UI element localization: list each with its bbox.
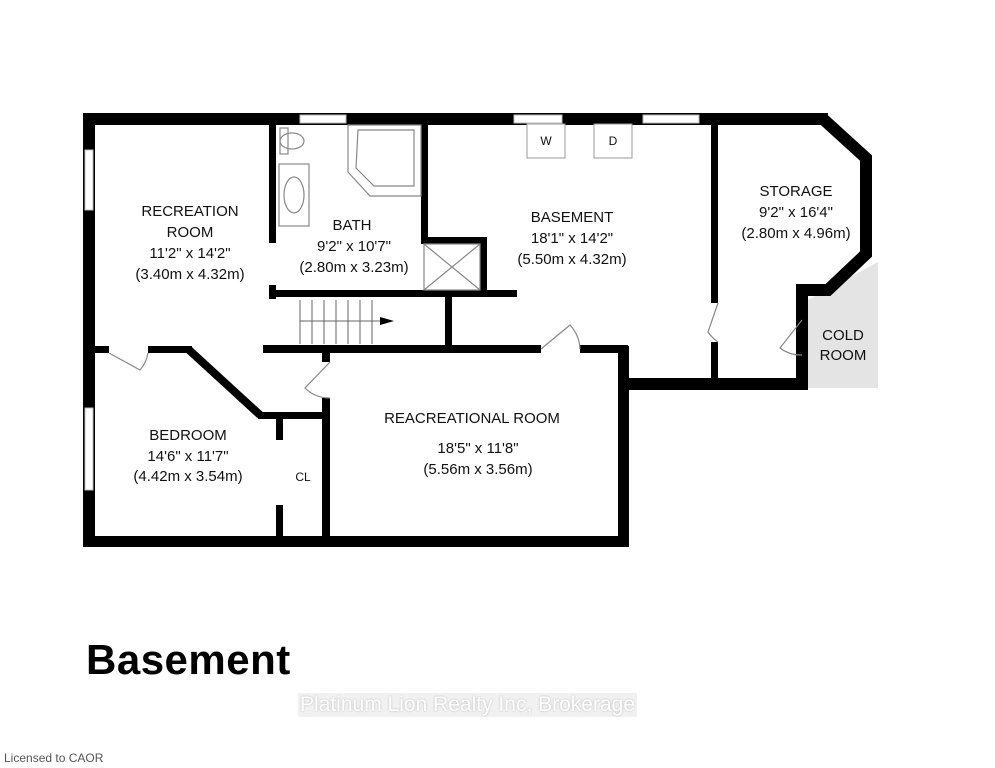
bath-name: BATH (333, 217, 372, 234)
cold-room-name-2: ROOM (820, 347, 867, 364)
cold-room-name-1: COLD (822, 327, 864, 344)
sink-icon (278, 163, 310, 227)
license-text: Licensed to CAOR (4, 751, 104, 765)
recreation-room-imperial: 11'2" x 14'2" (149, 245, 230, 262)
bath-fixtures (278, 124, 481, 291)
room-labels: RECREATION ROOM 11'2" x 14'2" (3.40m x 4… (133, 183, 866, 485)
storage-outer-wall (796, 113, 872, 388)
reacreational-room-name: REACREATIONAL ROOM (384, 410, 560, 427)
bedroom-diagonal-wall (185, 346, 263, 418)
dryer-icon (593, 123, 633, 159)
floor-title: Basement (86, 636, 291, 683)
laundry: W D (526, 123, 633, 159)
bath-imperial: 9'2" x 10'7" (317, 238, 391, 255)
storage-imperial: 9'2" x 16'4" (759, 204, 833, 221)
washer-label: W (540, 134, 552, 148)
bath-metric: (2.80m x 3.23m) (299, 259, 408, 276)
basement-imperial: 18'1" x 14'2" (531, 230, 613, 247)
storage-name: STORAGE (759, 183, 832, 200)
dryer-label: D (609, 134, 618, 148)
stairs (299, 300, 380, 344)
bathtub-icon (347, 124, 422, 197)
reacreational-room-imperial: 18'5" x 11'8" (437, 440, 518, 457)
stairs-arrow-icon (380, 317, 394, 325)
storage-metric: (2.80m x 4.96m) (741, 225, 850, 242)
bedroom-name: BEDROOM (149, 427, 227, 444)
toilet-icon (279, 132, 305, 150)
bedroom-metric: (4.42m x 3.54m) (133, 468, 242, 485)
shower-icon (423, 243, 481, 291)
recreation-room-name-1: RECREATION (141, 203, 238, 220)
interior-walls (95, 123, 718, 541)
watermark: Platinum Lion Realty Inc, Brokerage (298, 693, 638, 717)
recreation-room-name-2: ROOM (167, 224, 214, 241)
door-swings (108, 302, 803, 399)
basement-metric: (5.50m x 4.32m) (517, 251, 626, 268)
washer-icon (526, 123, 566, 159)
bedroom-imperial: 14'6" x 11'7" (147, 448, 228, 465)
recreation-room-metric: (3.40m x 4.32m) (135, 266, 244, 283)
reacreational-room-metric: (5.56m x 3.56m) (423, 461, 532, 478)
closet-name: CL (295, 470, 311, 484)
windows (84, 114, 700, 491)
basement-name: BASEMENT (531, 209, 614, 226)
